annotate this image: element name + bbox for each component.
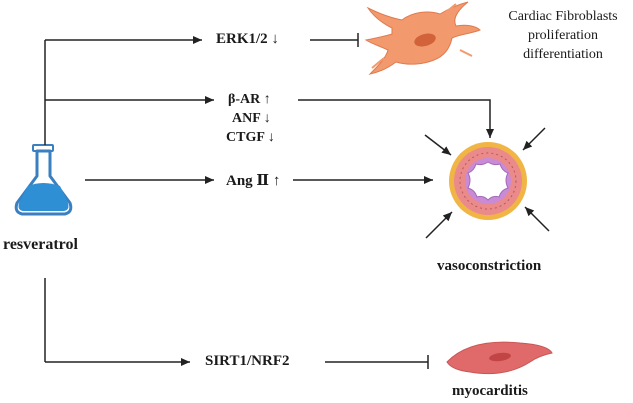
arrow-compress-br: [524, 206, 550, 232]
label-anf: ANF ↓: [232, 111, 271, 126]
arrows: [45, 36, 550, 366]
arrow-compress-tl: [424, 134, 452, 156]
vessel-lumen: [467, 161, 509, 201]
label-ctgf: CTGF ↓: [226, 130, 275, 145]
label-myocarditis: myocarditis: [452, 383, 528, 399]
arrow-compress-bl: [425, 211, 453, 239]
label-vasoconstriction: vasoconstriction: [437, 258, 542, 274]
label-beta-ar: β-AR ↑: [228, 92, 271, 107]
label-fibroblast-proliferation: proliferation: [528, 28, 598, 43]
label-fibroblast-differentiation: differentiation: [523, 47, 603, 62]
inhibition-lines: [310, 33, 429, 369]
label-sirt: SIRT1/NRF2: [205, 353, 290, 369]
label-resveratrol: resveratrol: [3, 236, 78, 253]
arrow-compress-tr: [522, 127, 546, 151]
flask-liquid: [18, 183, 69, 211]
fibroblast-nucleus: [414, 33, 436, 47]
label-ang: Ang Ⅱ ↑: [226, 173, 281, 189]
fibroblast-icon: [364, 1, 481, 75]
myocyte-nucleus: [489, 352, 511, 362]
myocyte-icon: [446, 341, 553, 375]
arrow-beta-to-vessel: [298, 99, 494, 138]
label-erk: ERK1/2 ↓: [216, 31, 279, 47]
vessel-icon: [449, 142, 527, 220]
label-fibroblast-title: Cardiac Fibroblasts: [508, 9, 618, 24]
flask-icon: [14, 144, 73, 216]
